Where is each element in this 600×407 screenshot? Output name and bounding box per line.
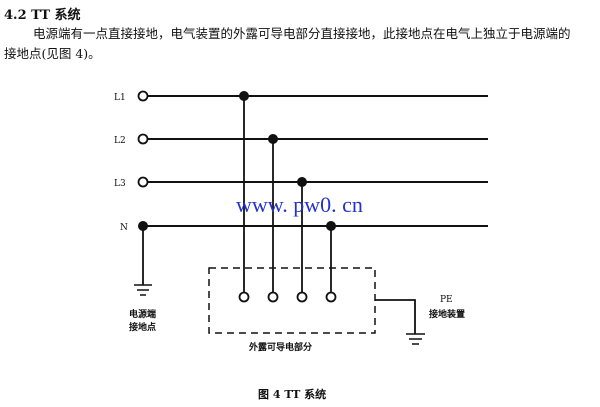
source-ground-label: 电源端 (129, 308, 156, 320)
terminal-l2 (137, 133, 149, 145)
junction-dot-l2 (268, 134, 278, 144)
paragraph-line-1: 电源端有一点直接接地，电气装置的外露可导电部分直接接地，此接地点在电气上独立于电… (33, 26, 571, 41)
junction-dot-n (326, 221, 336, 231)
load-terminal (267, 291, 279, 303)
label-l1: L1 (114, 93, 126, 103)
figure-caption: 图 4 TT 系统 (258, 388, 327, 401)
load-terminal (238, 291, 250, 303)
junction-dot-l3 (297, 177, 307, 187)
exposed-parts-box (208, 267, 376, 334)
exposed-parts-label: 外露可导电部分 (248, 341, 312, 353)
earthing-device-label: 接地装置 (429, 308, 465, 320)
ground-icon (406, 333, 425, 345)
paragraph-line-2: 接地点(见图 4)。 (4, 46, 101, 61)
source-ground-label: 接地点 (129, 321, 156, 333)
label-l2: L2 (114, 136, 126, 146)
section-heading: 4.2 TT 系统 (4, 8, 81, 23)
load-terminal (296, 291, 308, 303)
junction-dot-l1 (239, 91, 249, 101)
load-terminal (325, 291, 337, 303)
terminal-l3 (137, 176, 149, 188)
label-l3: L3 (114, 179, 126, 189)
label-n: N (120, 223, 128, 233)
watermark: www. pw0. cn (236, 192, 363, 217)
pe-label: PE (440, 295, 453, 305)
terminal-l1 (137, 90, 149, 102)
ground-icon (134, 284, 152, 296)
